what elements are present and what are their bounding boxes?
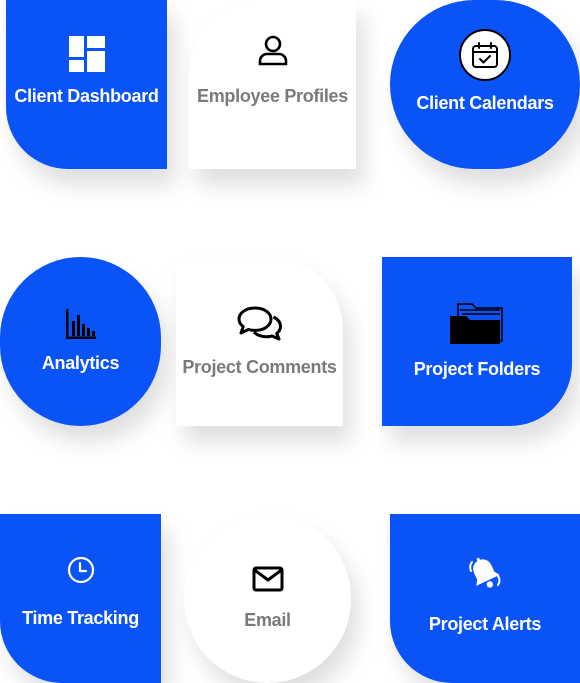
tile-label: Project Alerts [428, 614, 542, 634]
tile-label: Analytics [41, 353, 120, 373]
tile-project-comments[interactable]: Project Comments [176, 257, 343, 426]
tile-time-tracking[interactable]: Time Tracking [0, 514, 161, 683]
tile-project-alerts[interactable]: Project Alerts [390, 514, 580, 683]
tile-analytics[interactable]: Analytics [0, 257, 161, 426]
tile-label: Time Tracking [22, 608, 139, 628]
tile-label: Client Calendars [416, 93, 554, 113]
dashboard-icon [68, 36, 105, 72]
tile-label: Project Comments [182, 357, 337, 377]
tile-label: Project Folders [413, 359, 541, 379]
tile-client-dashboard[interactable]: Client Dashboard [6, 0, 167, 169]
tile-client-calendars[interactable]: Client Calendars [390, 0, 580, 169]
user-icon [257, 34, 289, 66]
clock-icon [67, 556, 95, 584]
comments-icon [237, 305, 283, 341]
folder-open-icon [450, 303, 504, 345]
tile-label: Email [244, 610, 291, 630]
tile-employee-profiles[interactable]: Employee Profiles [189, 0, 356, 169]
tile-label: Client Dashboard [14, 86, 159, 106]
tile-project-folders[interactable]: Project Folders [382, 257, 572, 426]
bar-chart-icon [65, 309, 96, 339]
tile-label: Employee Profiles [197, 86, 348, 106]
bell-icon [468, 556, 502, 592]
envelope-icon [252, 566, 284, 592]
tile-email[interactable]: Email [184, 514, 351, 683]
calendar-check-icon [459, 29, 511, 81]
